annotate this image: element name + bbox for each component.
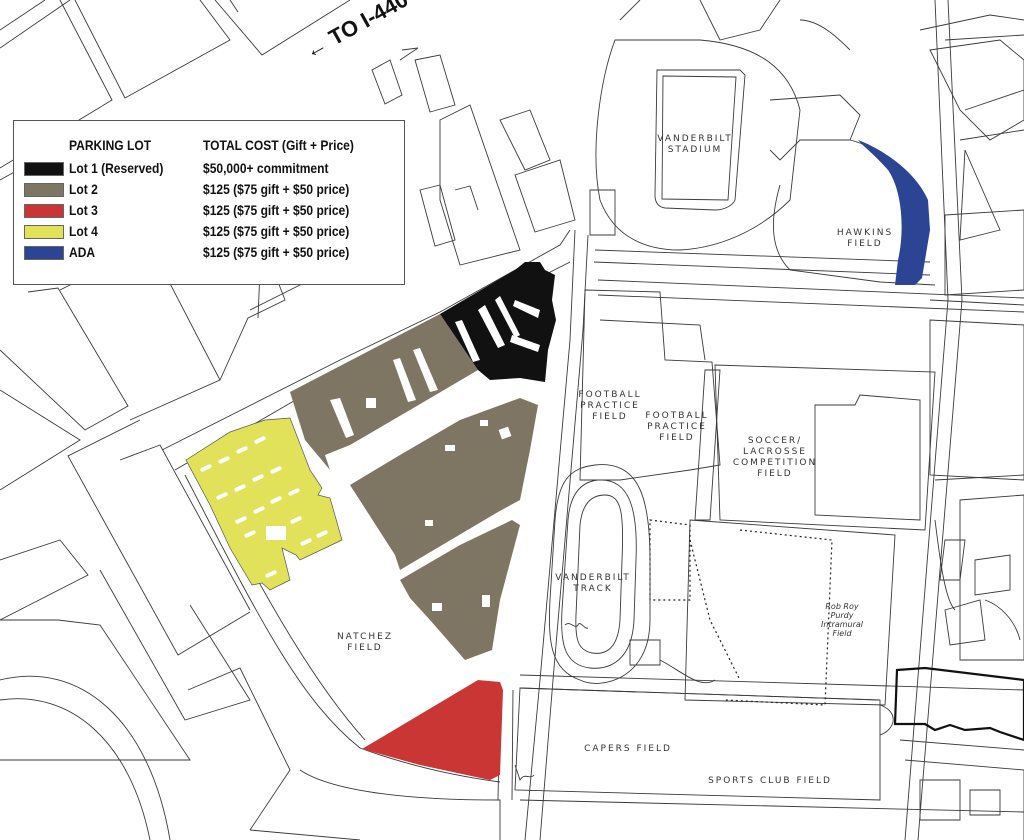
legend-swatch-blue	[24, 246, 64, 260]
legend-swatch-yellow	[24, 225, 64, 239]
label-football-practice-field-2: FOOTBALL PRACTICE FIELD	[645, 411, 709, 443]
parking-legend: PARKING LOT TOTAL COST (Gift + Price) Lo…	[13, 120, 405, 285]
label-soccer-lacrosse-field: SOCCER/ LACROSSE COMPETITION FIELD	[732, 436, 818, 479]
legend-lot-cost: $125 ($75 gift + $50 price)	[203, 223, 350, 239]
legend-row-lot-3: Lot 3 $125 ($75 gift + $50 price)	[14, 201, 404, 221]
label-vanderbilt-track: VANDERBILT TRACK	[555, 573, 631, 594]
legend-header-lot: PARKING LOT	[69, 137, 152, 153]
legend-lot-name: ADA	[69, 244, 96, 260]
legend-lot-name: Lot 4	[69, 223, 98, 239]
lot-2-taupe-south	[400, 520, 520, 660]
legend-row-ada: ADA $125 ($75 gift + $50 price)	[14, 243, 404, 263]
label-natchez-field: NATCHEZ FIELD	[336, 632, 394, 653]
label-sports-club-field: SPORTS CLUB FIELD	[708, 776, 832, 786]
legend-lot-name: Lot 1 (Reserved)	[69, 160, 164, 176]
label-hawkins-field: HAWKINS FIELD	[836, 228, 894, 249]
legend-row-lot-4: Lot 4 $125 ($75 gift + $50 price)	[14, 222, 404, 242]
center-fields-outlines	[514, 289, 1024, 801]
east-campus-outlines	[893, 474, 1024, 840]
label-capers-field: CAPERS FIELD	[584, 744, 672, 754]
label-intramural-field: Rob Roy Purdy Intramural Field	[820, 602, 864, 638]
legend-row-lot-1: Lot 1 (Reserved) $50,000+ commitment	[14, 159, 404, 179]
lot-2-taupe-north	[290, 314, 478, 470]
legend-swatch-taupe	[24, 183, 64, 197]
legend-lot-cost: $125 ($75 gift + $50 price)	[203, 181, 350, 197]
lot-3-red	[362, 680, 503, 780]
ada-lot-blue	[858, 140, 930, 285]
legend-lot-cost: $125 ($75 gift + $50 price)	[203, 202, 350, 218]
legend-lot-name: Lot 3	[69, 202, 98, 218]
parking-lots	[185, 140, 930, 780]
lot-2-taupe-middle	[350, 398, 538, 570]
label-football-practice-field-1: FOOTBALL PRACTICE FIELD	[578, 390, 642, 422]
label-vanderbilt-stadium: VANDERBILT STADIUM	[657, 134, 733, 155]
legend-lot-cost: $50,000+ commitment	[203, 160, 329, 176]
legend-swatch-red	[24, 204, 64, 218]
legend-lot-name: Lot 2	[69, 181, 98, 197]
legend-lot-cost: $125 ($75 gift + $50 price)	[203, 244, 350, 260]
legend-row-lot-2: Lot 2 $125 ($75 gift + $50 price)	[14, 180, 404, 200]
legend-swatch-black	[24, 162, 64, 176]
buildings-north	[371, 0, 1024, 296]
legend-header-cost: TOTAL COST (Gift + Price)	[203, 137, 354, 153]
